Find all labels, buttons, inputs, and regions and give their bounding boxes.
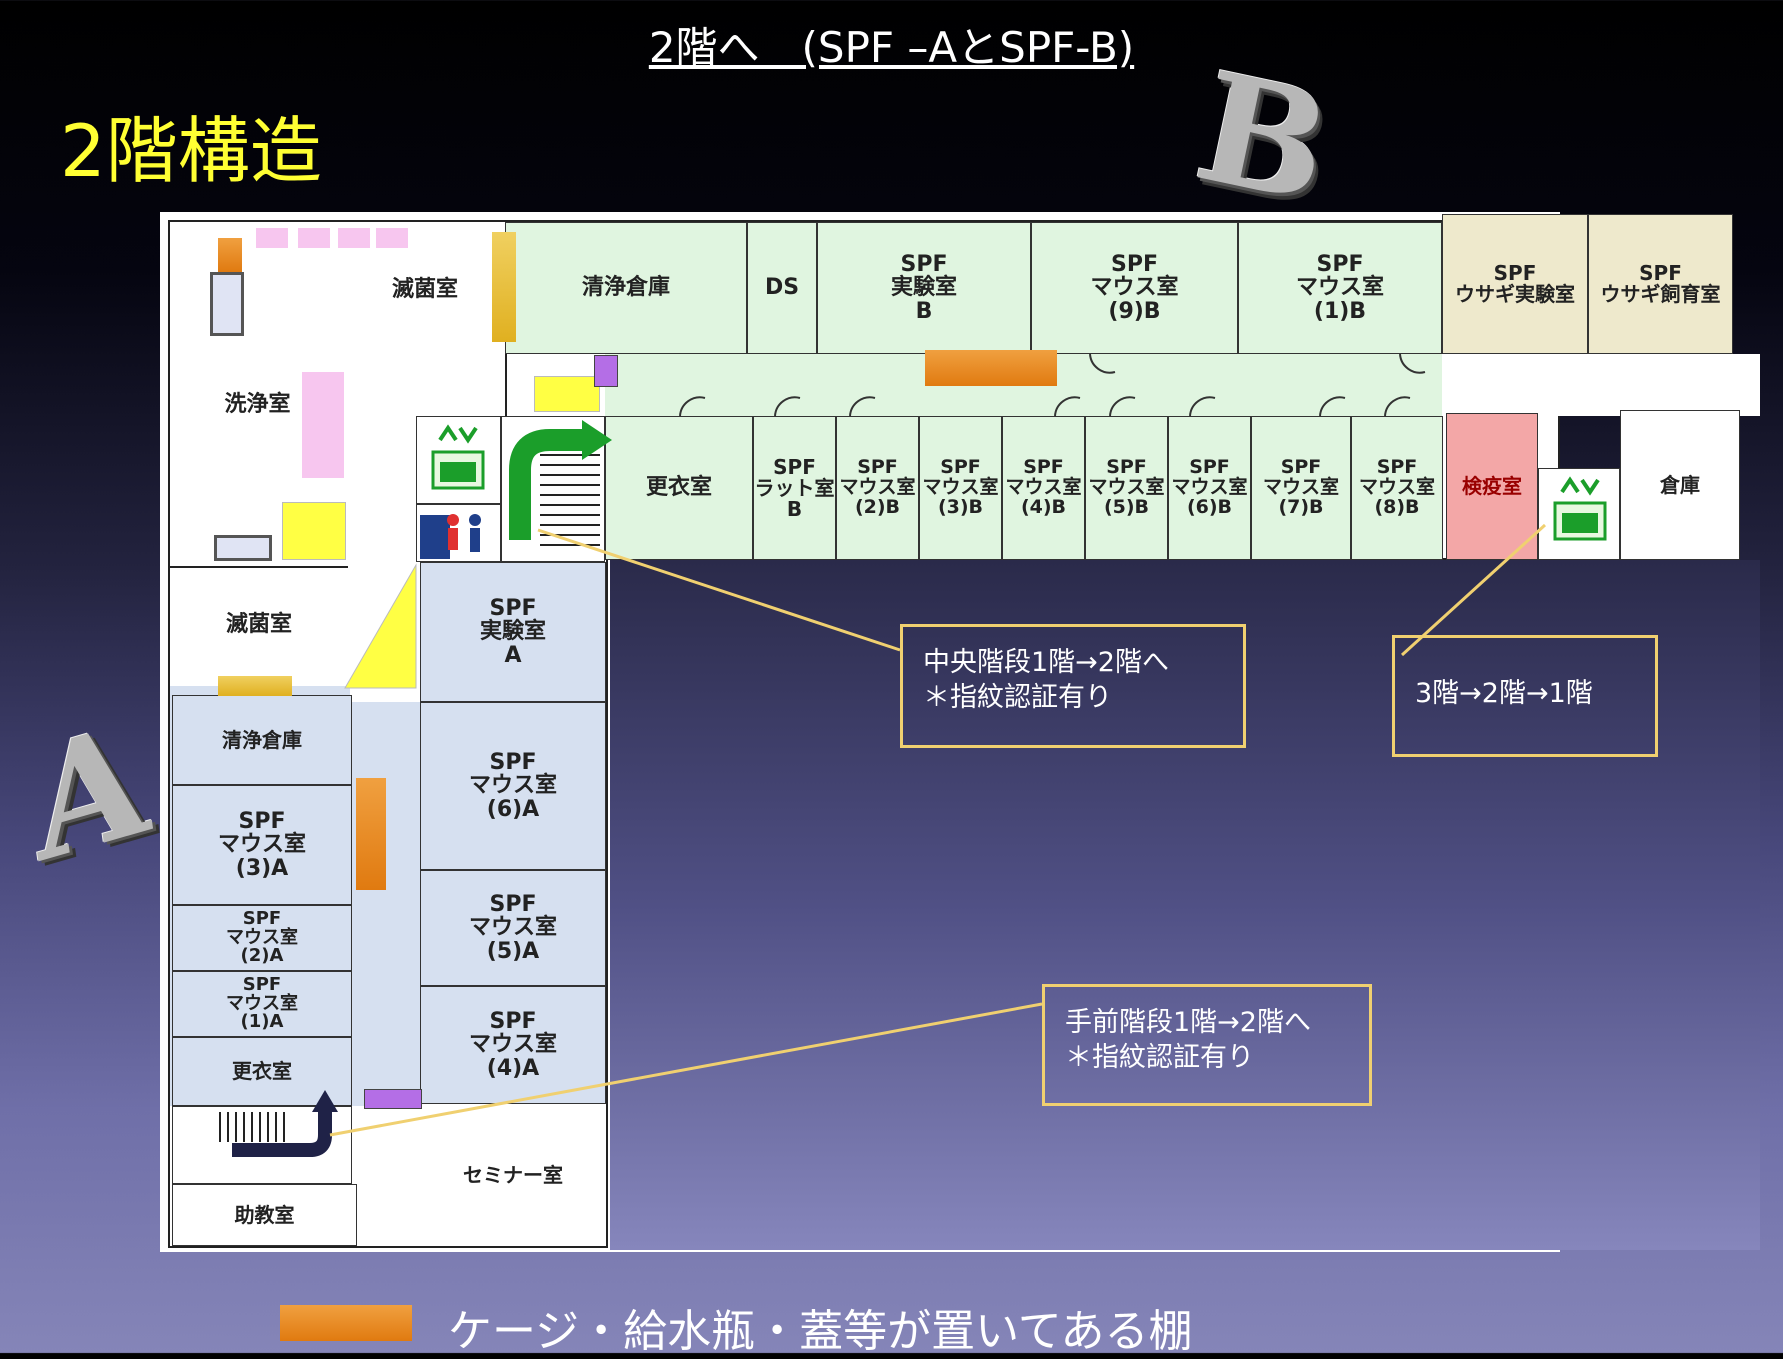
callout-front-stairs: 手前階段1階→2階へ ＊指紋認証有り xyxy=(1042,984,1372,1106)
room-spf-mouse-5a: SPF マウス室 (5)A xyxy=(420,870,606,986)
room-spf-rat-b: SPF ラット室 B xyxy=(753,416,836,560)
accessible-toilet-icon xyxy=(420,515,450,559)
room-storage: 倉庫 xyxy=(1620,410,1740,560)
corridor-rabbit xyxy=(1442,354,1760,416)
yellow-marker xyxy=(282,502,346,560)
callout-central-stairs: 中央階段1階→2階へ ＊指紋認証有り xyxy=(900,624,1246,748)
pink-marker xyxy=(298,228,330,248)
room-locker-a: 更衣室 xyxy=(172,1037,352,1106)
room-spf-rabbit-lab: SPF ウサギ実験室 xyxy=(1442,214,1588,354)
pink-marker xyxy=(376,228,408,248)
elevator-icon xyxy=(1553,476,1607,541)
room-sterilization-top: 滅菌室 xyxy=(345,222,505,358)
room-spf-mouse-2a: SPF マウス室 (2)A xyxy=(172,905,352,971)
room-spf-mouse-2b: SPF マウス室 (2)B xyxy=(836,416,919,560)
shelf-marker xyxy=(925,350,1057,386)
room-spf-mouse-4a: SPF マウス室 (4)A xyxy=(420,986,606,1104)
leader-line-central xyxy=(537,528,901,652)
male-toilet-icon xyxy=(469,514,481,526)
pink-marker xyxy=(302,372,344,478)
violet-marker xyxy=(364,1089,422,1109)
gold-bar xyxy=(218,676,292,696)
room-locker-b: 更衣室 xyxy=(605,416,753,560)
stairs-front-treads xyxy=(219,1112,285,1142)
pink-marker xyxy=(338,228,370,248)
female-toilet-body xyxy=(448,528,458,550)
callout-elevator-route: 3階→2階→1階 xyxy=(1392,635,1658,757)
up-arrow-central-icon xyxy=(509,429,585,540)
legend-label: ケージ・給水瓶・蓋等が置いてある棚 xyxy=(448,1306,1193,1357)
page-title: 2階構造 xyxy=(60,109,322,193)
room-spf-mouse-4b: SPF マウス室 (4)B xyxy=(1002,416,1085,560)
shelf-marker xyxy=(356,778,386,890)
room-sterilization-a: 滅菌室 xyxy=(170,585,348,665)
corridor-a xyxy=(352,702,420,1106)
room-seminar: セミナー室 xyxy=(420,1120,606,1230)
arrow-head-icon xyxy=(582,420,612,460)
room-spf-mouse-9b: SPF マウス室 (9)B xyxy=(1031,222,1238,354)
room-quarantine: 検疫室 xyxy=(1446,413,1538,560)
elevator-icon xyxy=(431,424,485,490)
female-toilet-icon xyxy=(447,514,459,526)
room-spf-mouse-1b: SPF マウス室 (1)B xyxy=(1238,222,1442,354)
gray-marker xyxy=(214,535,272,561)
page-subtitle: 2階へ (SPF –AとSPF-B) xyxy=(648,23,1135,72)
room-spf-mouse-3a: SPF マウス室 (3)A xyxy=(172,785,352,905)
room-spf-mouse-1a: SPF マウス室 (1)A xyxy=(172,971,352,1037)
door-arcs xyxy=(679,353,1426,417)
shelf-marker xyxy=(218,238,242,272)
room-spf-mouse-3b: SPF マウス室 (3)B xyxy=(919,416,1002,560)
leader-line-elevator xyxy=(1400,523,1547,657)
room-clean-storage-b: 清浄倉庫 xyxy=(505,222,747,354)
legend-shelf-swatch xyxy=(280,1305,412,1341)
arrow-head-icon xyxy=(312,1090,338,1112)
room-spf-mouse-7b: SPF マウス室 (7)B xyxy=(1251,416,1351,560)
room-assistant-professor: 助教室 xyxy=(172,1184,357,1246)
room-spf-mouse-8b: SPF マウス室 (8)B xyxy=(1351,416,1443,560)
room-spf-mouse-6b: SPF マウス室 (6)B xyxy=(1168,416,1251,560)
room-ds: DS xyxy=(747,222,817,354)
yellow-triangle xyxy=(344,563,417,689)
gold-bar xyxy=(492,232,516,342)
room-spf-lab-b: SPF 実験室 B xyxy=(817,222,1031,354)
gray-marker xyxy=(210,272,244,336)
room-spf-mouse-5b: SPF マウス室 (5)B xyxy=(1085,416,1168,560)
wall-divider xyxy=(170,566,348,568)
outer-wall-left xyxy=(168,220,608,1248)
male-toilet-body xyxy=(470,528,480,552)
room-spf-mouse-6a: SPF マウス室 (6)A xyxy=(420,702,606,870)
yellow-marker xyxy=(534,376,600,412)
up-arrow-front-icon xyxy=(232,1110,332,1157)
leader-line-front xyxy=(329,1002,1043,1137)
plan-background-gradient xyxy=(610,560,1760,1250)
violet-marker xyxy=(594,355,618,387)
pink-marker xyxy=(256,228,288,248)
room-spf-rabbit-breeding: SPF ウサギ飼育室 xyxy=(1588,214,1733,354)
room-spf-lab-a: SPF 実験室 A xyxy=(420,562,606,702)
